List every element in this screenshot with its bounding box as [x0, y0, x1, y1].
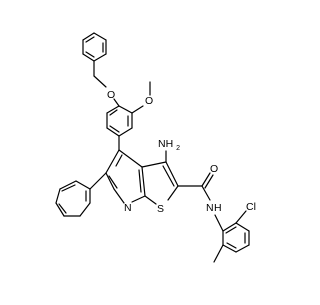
structure-canvas: O O NH 2 O N H N S Cl — [55, 32, 256, 263]
pyridine-phenyl-bond — [89, 172, 107, 190]
molecule-drawing: O O NH 2 O N H N S Cl — [55, 32, 256, 263]
amino-label: NH 2 — [158, 138, 180, 152]
pyridine-ring — [105, 149, 146, 204]
carbonyl-bond — [201, 172, 211, 187]
bonds — [55, 32, 250, 263]
pyridine-nitrogen-label: N — [124, 202, 132, 214]
carbonyl-bond-2 — [204, 174, 214, 189]
methoxy-bond — [131, 105, 144, 114]
amide-nitrogen-bond — [201, 185, 211, 201]
aryl-methyl-bond — [213, 244, 224, 263]
nitrogen-aryl-bond — [214, 214, 224, 232]
atom-labels: O O NH 2 O N H N S Cl — [107, 89, 256, 215]
bottom-phenyl-ring — [55, 180, 91, 217]
benzyl-phenyl-ring — [82, 32, 107, 62]
ch2-oxygen-bond — [93, 75, 107, 88]
amide-nitrogen-label: N — [206, 202, 214, 214]
amino-nh-text: NH — [158, 138, 173, 150]
amino-subscript: 2 — [176, 145, 180, 152]
carbonyl-oxygen-label: O — [210, 163, 218, 175]
amide-hydrogen-label: H — [214, 202, 222, 214]
chlorine-label: Cl — [246, 201, 256, 213]
oxygen-aryl-bond — [113, 98, 120, 107]
methoxy-oxygen-label: O — [145, 95, 153, 107]
sulfur-label: S — [157, 203, 164, 215]
chloromethylphenyl-ring — [222, 222, 250, 253]
thiophene-ring — [141, 161, 179, 205]
methoxyphenyl-ring — [106, 105, 133, 137]
ether-oxygen-label: O — [107, 89, 115, 101]
chloro-bond — [235, 210, 247, 224]
